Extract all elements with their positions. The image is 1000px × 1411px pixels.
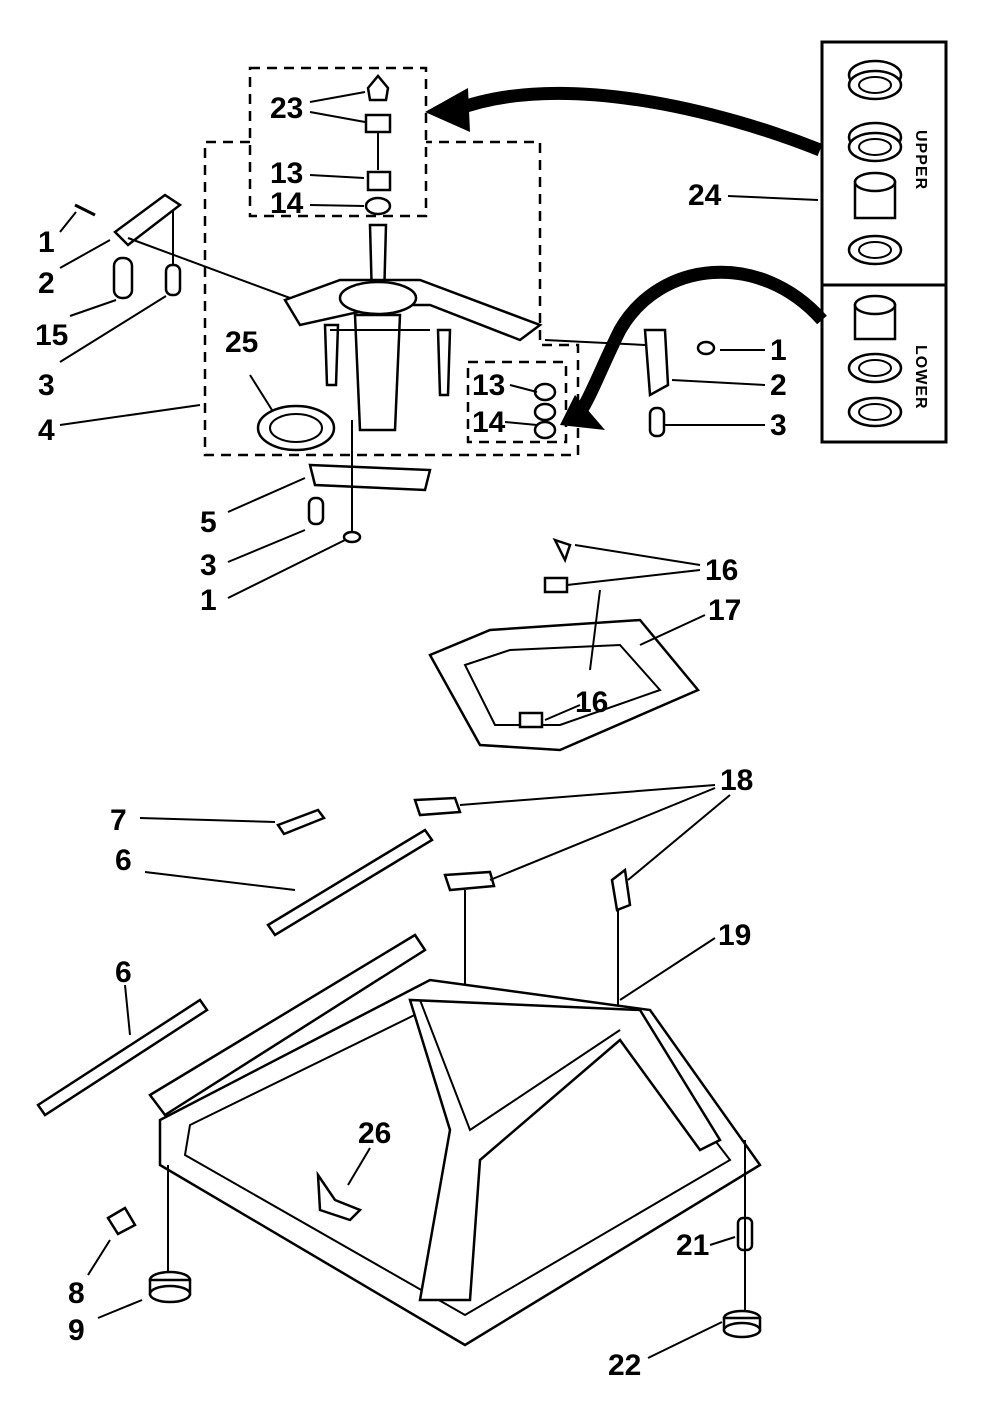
label-14-top: 14	[270, 187, 304, 220]
label-1-left: 1	[38, 226, 55, 259]
label-6-upper: 6	[115, 844, 132, 877]
leveling-feet	[106, 1140, 762, 1339]
label-26: 26	[358, 1117, 391, 1150]
label-19: 19	[718, 919, 751, 952]
label-21: 21	[676, 1229, 709, 1262]
label-16-lower: 16	[575, 686, 608, 719]
kit-arrows	[425, 86, 827, 430]
label-4: 4	[38, 414, 55, 447]
label-6-lower: 6	[115, 956, 132, 989]
label-2-right: 2	[770, 369, 787, 402]
label-3-left: 3	[38, 369, 55, 402]
label-15: 15	[35, 319, 68, 352]
label-2-left: 2	[38, 267, 55, 300]
clip-26-part	[316, 1170, 363, 1222]
leader-arrows	[59, 91, 819, 1359]
label-25: 25	[225, 326, 258, 359]
agitator-hub-assembly	[203, 66, 580, 457]
lower-panel-label: LOWER	[912, 345, 929, 410]
label-9: 9	[68, 1314, 85, 1347]
label-3-lower: 3	[200, 549, 217, 582]
upper-bearing-rings	[847, 59, 903, 266]
label-13-top: 13	[270, 157, 303, 190]
label-1-lower: 1	[200, 584, 217, 617]
label-17: 17	[708, 594, 741, 627]
label-18: 18	[720, 764, 753, 797]
label-8: 8	[68, 1277, 85, 1310]
left-link-parts	[74, 193, 183, 300]
label-22: 22	[608, 1349, 641, 1382]
right-link-parts	[643, 328, 716, 438]
rails-and-clips	[36, 796, 632, 1125]
label-13-box: 13	[472, 369, 505, 402]
top-frame	[428, 537, 701, 752]
label-7: 7	[110, 804, 127, 837]
base-frame	[148, 933, 762, 1347]
label-3-right: 3	[770, 409, 787, 442]
label-23: 23	[270, 92, 303, 125]
label-14-box: 14	[472, 406, 506, 439]
label-24: 24	[688, 179, 722, 212]
callout-labels: 1 2 15 3 4 23 13 14 25 24 1 2 3 13 14 5 …	[35, 92, 787, 1382]
lower-link-parts	[307, 420, 432, 544]
label-16-top: 16	[705, 554, 738, 587]
upper-panel-label: UPPER	[912, 130, 929, 190]
label-5: 5	[200, 506, 217, 539]
lower-bearing-rings	[847, 294, 903, 428]
label-1-right: 1	[770, 334, 787, 367]
bearing-kit-panel: UPPER LOWER	[820, 40, 948, 444]
